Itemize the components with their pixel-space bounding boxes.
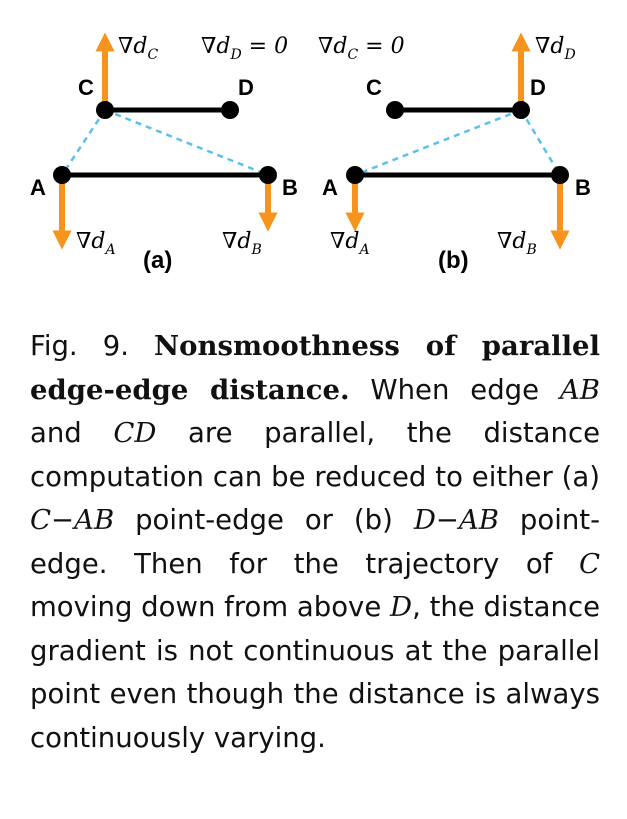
panel-b-dashed-da bbox=[354, 108, 522, 177]
panel-b-label-b: B bbox=[575, 175, 591, 200]
caption-text-3: are parallel, the distance computation c… bbox=[30, 417, 600, 493]
caption-math-c: C bbox=[578, 547, 600, 580]
panel-b-grad-b: ∇dB bbox=[497, 229, 537, 258]
panel-b-point-c bbox=[386, 101, 404, 119]
panel-a-grad-b: ∇dB bbox=[222, 229, 262, 258]
panel-a: C D A B ∇dC ∇dD = 0 ∇dA ∇dB (a) bbox=[30, 32, 298, 274]
figure-caption: Fig. 9. Nonsmoothness of parallel edge-e… bbox=[30, 325, 600, 760]
panel-b-label-c: C bbox=[366, 75, 382, 100]
figure-9-diagram: C D A B ∇dC ∇dD = 0 ∇dA ∇dB (a) C D A B … bbox=[30, 32, 591, 274]
caption-text-1: When edge bbox=[349, 373, 560, 406]
panel-b-point-d bbox=[512, 101, 530, 119]
panel-a-label-c: C bbox=[78, 75, 94, 100]
panel-a-grad-c: ∇dC bbox=[118, 34, 158, 63]
caption-text-7: , the distance gradient is not continuou… bbox=[30, 591, 600, 754]
caption-text-5: point-edge. Then for the trajectory of bbox=[30, 504, 600, 580]
caption-text-4: point-edge or (b) bbox=[114, 504, 414, 536]
panel-a-dashed-cb bbox=[104, 108, 269, 177]
panel-a-caption: (a) bbox=[143, 247, 172, 274]
panel-a-point-c bbox=[96, 101, 114, 119]
panel-a-label-a: A bbox=[30, 175, 46, 200]
panel-a-point-d bbox=[221, 101, 239, 119]
panel-b-label-d: D bbox=[530, 75, 546, 100]
caption-text-6: moving down from above bbox=[30, 591, 390, 623]
panel-b: C D A B ∇dC = 0 ∇dD ∇dA ∇dB (b) bbox=[318, 32, 591, 274]
panel-a-grad-a: ∇dA bbox=[76, 229, 116, 258]
panel-b-grad-a: ∇dA bbox=[330, 229, 370, 258]
panel-b-grad-d: ∇dD bbox=[535, 34, 576, 63]
panel-b-label-a: A bbox=[322, 175, 338, 200]
caption-math-cd: CD bbox=[113, 417, 157, 449]
caption-math-d: D bbox=[390, 591, 413, 623]
panel-a-point-b bbox=[259, 166, 277, 184]
panel-a-grad-d: ∇dD = 0 bbox=[201, 34, 288, 63]
panel-b-point-a bbox=[346, 166, 364, 184]
panel-a-dashed-ca bbox=[60, 109, 107, 176]
caption-math-ab: AB bbox=[559, 373, 600, 406]
panel-a-point-a bbox=[53, 166, 71, 184]
panel-b-dashed-db bbox=[519, 109, 562, 176]
caption-math-d-ab: D−AB bbox=[413, 504, 499, 536]
panel-b-caption: (b) bbox=[438, 247, 469, 274]
figure-title: Nonsmoothness of parallel edge-edge dist… bbox=[30, 330, 600, 406]
caption-math-c-ab: C−AB bbox=[30, 504, 115, 536]
panel-a-label-d: D bbox=[238, 75, 254, 100]
caption-text-2: and bbox=[30, 417, 114, 449]
figure-number: Fig. 9. bbox=[30, 330, 129, 362]
panel-b-point-b bbox=[551, 166, 569, 184]
panel-b-grad-c: ∇dC = 0 bbox=[318, 34, 405, 63]
panel-a-label-b: B bbox=[282, 175, 298, 200]
